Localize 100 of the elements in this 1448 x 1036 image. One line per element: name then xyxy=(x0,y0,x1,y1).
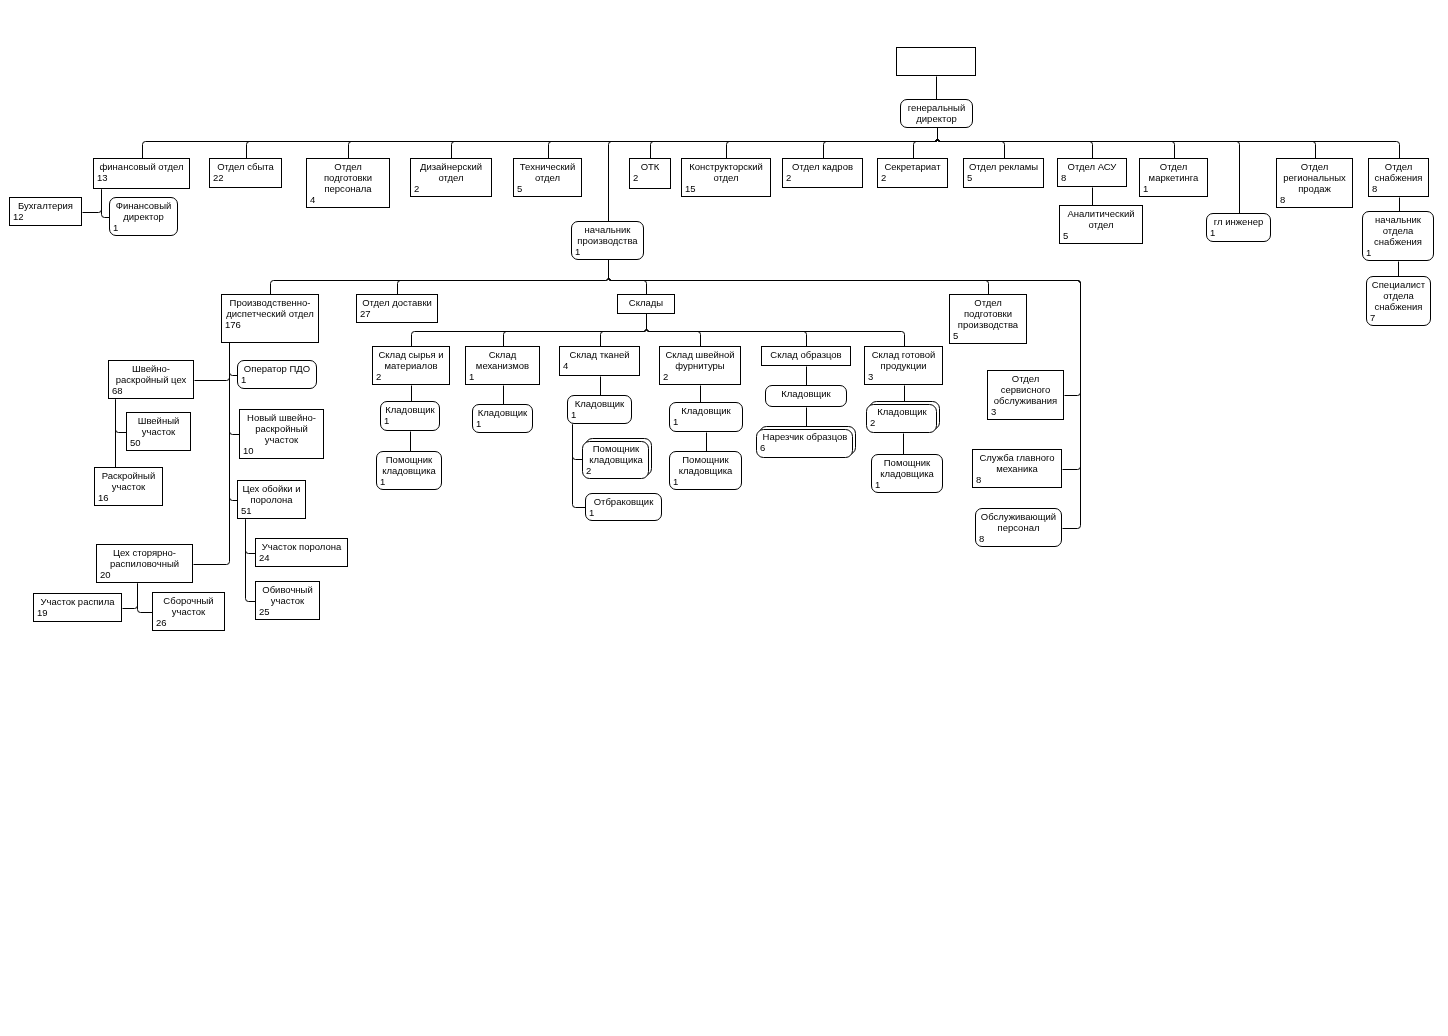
staff-count: 22 xyxy=(213,172,224,183)
position-box xyxy=(900,99,973,128)
connector-line xyxy=(806,366,807,386)
staff-count: 5 xyxy=(517,183,523,194)
staff-count: 1 xyxy=(476,418,482,429)
department-box xyxy=(877,158,948,188)
staff-count: 1 xyxy=(571,409,577,420)
unit-name: Конструкторский отдел xyxy=(688,161,764,183)
staff-count: 2 xyxy=(633,172,639,183)
unit-name: Склад механизмов xyxy=(474,349,531,371)
department-box xyxy=(239,409,324,459)
unit-name: Технический отдел xyxy=(518,161,577,183)
department-box xyxy=(987,370,1064,420)
staff-count: 2 xyxy=(870,417,876,428)
department-box xyxy=(306,158,390,208)
department-box xyxy=(96,544,193,583)
position-box xyxy=(871,454,943,493)
unit-name: Отдел региональных продаж xyxy=(1282,161,1347,194)
unit-name: Кладовщик xyxy=(477,407,528,418)
department-box xyxy=(963,158,1044,188)
department-box xyxy=(255,538,348,567)
connector-line xyxy=(1092,187,1093,206)
staff-count: 51 xyxy=(241,505,252,516)
staff-count: 68 xyxy=(112,385,123,396)
staff-count: 1 xyxy=(673,476,679,487)
staff-count: 2 xyxy=(663,371,669,382)
position-box xyxy=(765,385,847,407)
connector-line xyxy=(903,433,904,455)
department-box xyxy=(864,346,943,385)
unit-name: Дизайнерский отдел xyxy=(419,161,483,183)
connector-line xyxy=(245,519,256,602)
staff-count: 5 xyxy=(967,172,973,183)
department-box xyxy=(94,467,163,506)
position-box xyxy=(237,360,317,389)
unit-name: Швейно-раскройный цех xyxy=(114,363,188,385)
unit-name: Склад сырья и материалов xyxy=(377,349,445,371)
position-box xyxy=(669,451,742,490)
unit-name: Кладовщик xyxy=(681,405,731,416)
unit-name: Помощник кладовщика xyxy=(677,454,734,476)
department-box xyxy=(782,158,863,188)
staff-count: 50 xyxy=(130,437,141,448)
department-box xyxy=(209,158,282,188)
staff-count: 4 xyxy=(563,360,569,371)
department-box xyxy=(237,480,306,519)
staff-count: 1 xyxy=(380,476,386,487)
staff-count: 2 xyxy=(786,172,792,183)
staff-count: 5 xyxy=(1063,230,1069,241)
connector-line xyxy=(806,407,807,427)
connector-line xyxy=(936,76,937,100)
staff-count: 8 xyxy=(1061,172,1067,183)
connector-line xyxy=(193,343,230,565)
unit-name: Участок поролона xyxy=(261,541,342,552)
unit-name: Участок распила xyxy=(40,596,115,607)
unit-name: Новый швейно-раскройный участок xyxy=(246,412,317,445)
staff-count: 26 xyxy=(156,617,167,628)
staff-count: 19 xyxy=(37,607,48,618)
department-box xyxy=(949,294,1027,344)
position-box xyxy=(380,401,440,431)
unit-name: Склад образцов xyxy=(770,349,842,360)
staff-count: 12 xyxy=(13,211,24,222)
department-box xyxy=(126,412,191,451)
department-box xyxy=(465,346,540,385)
unit-name: Кладовщик xyxy=(781,388,831,399)
department-box xyxy=(513,158,582,197)
connector-line xyxy=(503,385,504,405)
position-box xyxy=(472,404,533,433)
unit-name: Кладовщик xyxy=(385,404,435,415)
department-box xyxy=(9,197,82,226)
department-box xyxy=(1368,158,1429,197)
department-box xyxy=(1276,158,1353,208)
unit-name: Производственно-диспетческий отдел xyxy=(225,297,315,319)
department-box xyxy=(356,294,438,323)
unit-name: Раскройный участок xyxy=(100,470,157,492)
department-box xyxy=(681,158,771,197)
staff-count: 24 xyxy=(259,552,270,563)
position-box xyxy=(109,197,178,236)
unit-name: Цех обойки и поролона xyxy=(241,483,302,505)
unit-name: финансовый отдел xyxy=(99,161,184,172)
department-box xyxy=(629,158,671,189)
staff-count: 8 xyxy=(1280,194,1286,205)
unit-name: Обивочный участок xyxy=(261,584,314,606)
staff-count: 27 xyxy=(360,308,371,319)
staff-count: 4 xyxy=(310,194,316,205)
stacked-position-box xyxy=(866,401,940,433)
unit-name: Специалист отдела снабжения xyxy=(1370,279,1427,312)
unit-name: Отдел сервисного обслуживания xyxy=(992,373,1059,406)
connector-line xyxy=(411,385,412,402)
unit-name: Отбраковщик xyxy=(593,496,654,507)
unit-name: гл инженер xyxy=(1213,216,1264,227)
department-box xyxy=(761,346,851,366)
department-box xyxy=(659,346,741,385)
position-box xyxy=(1206,213,1271,242)
department-box xyxy=(93,158,190,189)
unit-name: Отдел маркетинга xyxy=(1147,161,1200,183)
connector-line xyxy=(137,583,153,613)
unit-name: Служба главного механика xyxy=(978,452,1056,474)
department-box xyxy=(617,294,675,314)
staff-count: 1 xyxy=(1210,227,1216,238)
unit-name: Помощник кладовщика xyxy=(879,457,935,479)
unit-name: Кладовщик xyxy=(877,406,927,417)
